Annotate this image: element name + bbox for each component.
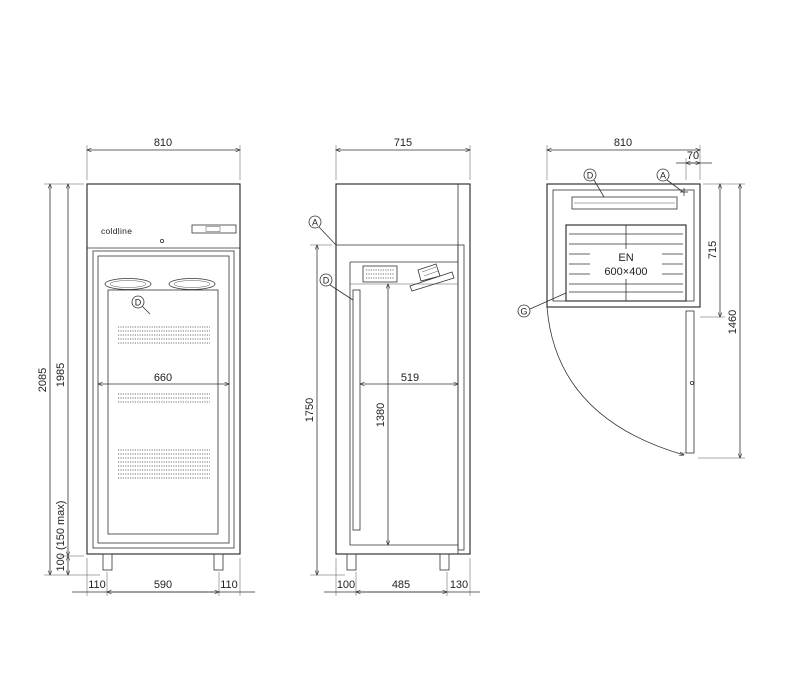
front-glass <box>97 255 230 544</box>
door-handle-icon <box>690 380 695 385</box>
front-foot-right-label: 110 <box>220 579 238 591</box>
top-evaporator <box>571 196 678 210</box>
side-foot-front <box>346 553 357 571</box>
side-tray-rail <box>352 289 361 531</box>
top-depth-1460-label: 1460 <box>727 310 739 334</box>
top-offset-label: 70 <box>687 150 699 162</box>
side-view: A D 715 1750 1380 519 100 485 130 <box>304 137 480 596</box>
side-callout-a: A <box>312 218 318 228</box>
front-view: coldline <box>37 137 255 596</box>
top-view: EN 600×400 D A G 810 70 715 <box>517 137 745 458</box>
brand-logo: coldline <box>101 226 132 236</box>
front-height-feet-label: 100 (150 max) <box>55 501 67 572</box>
control-display <box>191 224 237 234</box>
side-depth-label: 715 <box>394 137 412 149</box>
side-foot-span-label: 485 <box>392 579 410 591</box>
door-swing-arc <box>546 306 684 455</box>
top-callout-d: D <box>587 171 594 181</box>
side-evaporator <box>362 265 398 283</box>
front-foot-left <box>102 553 113 571</box>
tray-format-line1: EN <box>618 252 633 264</box>
lock-icon <box>159 238 164 243</box>
top-cabinet <box>546 183 701 308</box>
front-height-total-label: 2085 <box>37 368 49 392</box>
side-foot-front-label: 100 <box>337 579 355 591</box>
side-cabinet <box>335 183 471 555</box>
front-height-body-label: 1985 <box>55 363 67 387</box>
top-width-label: 810 <box>614 137 632 149</box>
front-cabinet <box>86 183 241 555</box>
front-foot-span-label: 590 <box>154 579 172 591</box>
front-grille-upper <box>118 326 210 344</box>
front-grille-middle <box>118 393 210 403</box>
top-callout-a: A <box>660 171 666 181</box>
side-callout-d: D <box>323 276 330 286</box>
fan-left-icon <box>104 278 152 290</box>
front-foot-right <box>213 553 224 571</box>
front-callout-d: D <box>135 298 142 308</box>
front-width-label: 810 <box>154 137 172 149</box>
top-depth-715-label: 715 <box>707 241 719 259</box>
front-inner-width-label: 660 <box>154 372 172 384</box>
side-height-1380-label: 1380 <box>375 403 387 427</box>
top-callout-g: G <box>520 307 527 317</box>
side-foot-back <box>439 553 450 571</box>
tray-format-line2: 600×400 <box>604 266 647 278</box>
side-door-profile <box>457 244 465 551</box>
front-door-frame <box>92 250 235 549</box>
front-foot-left-label: 110 <box>88 579 106 591</box>
front-grille-lower <box>118 449 210 479</box>
fan-right-icon <box>168 278 216 290</box>
side-inner-depth-label: 519 <box>401 372 419 384</box>
side-height-1750-label: 1750 <box>304 398 316 422</box>
side-foot-back-label: 130 <box>450 579 468 591</box>
side-fan-unit <box>409 263 455 292</box>
